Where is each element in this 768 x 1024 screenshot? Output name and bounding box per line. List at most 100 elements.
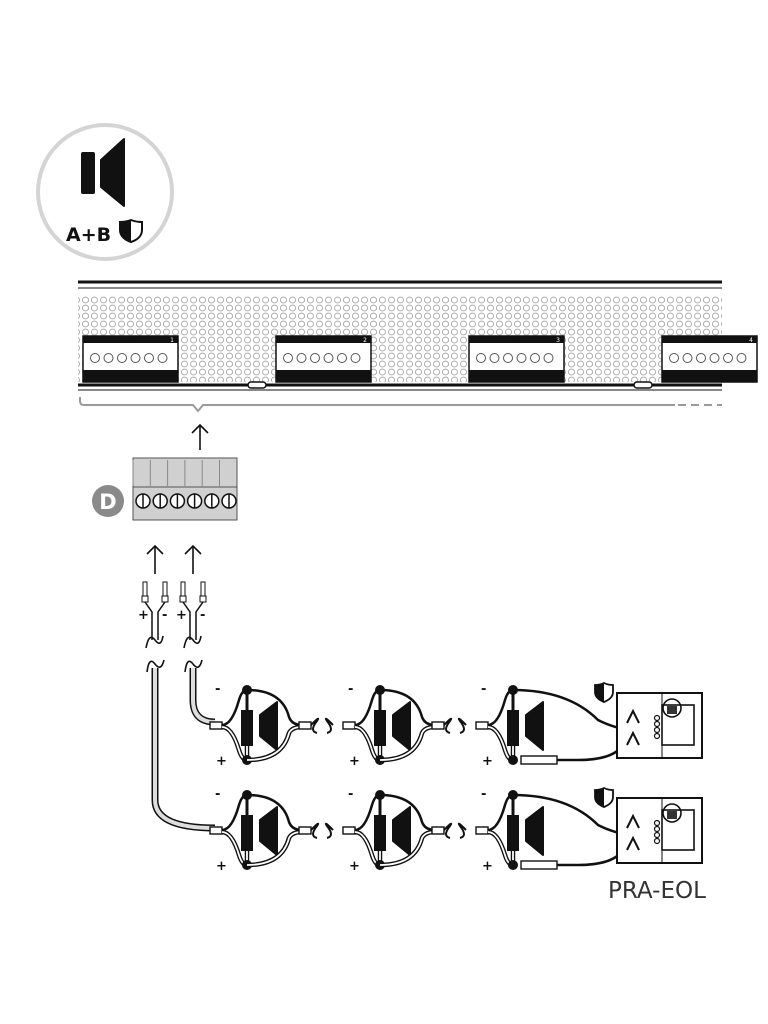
speaker-unit: -+	[475, 681, 703, 769]
plus-sign: +	[216, 859, 227, 874]
amplifier-rack: 1 2 3 4	[78, 280, 758, 391]
speaker-ab-badge: A+B	[36, 123, 174, 261]
warning-icon	[704, 336, 714, 343]
wire-sleeve	[342, 826, 356, 835]
ferrule-collar	[199, 595, 207, 603]
speaker-transformer	[507, 710, 519, 746]
speaker-transformer	[374, 710, 386, 746]
eol-pad	[653, 825, 661, 833]
connector-terminal	[709, 353, 720, 363]
minus-wire	[379, 793, 436, 832]
wire-sleeve	[209, 721, 223, 730]
plus-sign: +	[349, 859, 360, 874]
plus-sign: +	[482, 859, 493, 874]
wire-sleeve	[298, 721, 312, 730]
junction-dot	[508, 860, 518, 870]
ferrule-collar	[141, 595, 149, 603]
connector-terminal	[736, 353, 747, 363]
rack-output-connector[interactable]: 2	[275, 335, 372, 383]
minus-sign: -	[348, 682, 353, 697]
wire-break-symbol	[184, 659, 203, 673]
connector-terminal	[476, 353, 486, 363]
plus-sign: +	[138, 608, 149, 623]
wire-break-symbol	[457, 822, 467, 839]
connector-terminal	[516, 353, 527, 363]
wire-pair-ferrules: +-	[176, 581, 207, 673]
eol-pad	[653, 732, 661, 740]
wire-sleeve	[342, 721, 356, 730]
speaker-icon	[81, 138, 125, 207]
connector-legend-strip	[276, 370, 371, 382]
plus-wire-core	[246, 831, 303, 866]
connector-number: 3	[556, 337, 560, 344]
wire-break-symbol	[443, 717, 453, 734]
speaker-line: -+-+-+	[209, 786, 703, 874]
wire-break-symbol	[146, 659, 165, 673]
minus-sign: -	[215, 787, 220, 802]
eol-pad	[653, 837, 661, 845]
connector-terminal	[682, 353, 693, 363]
wire-sleeve	[298, 826, 312, 835]
rack-output-connector[interactable]: 1	[82, 335, 179, 383]
connector-terminal	[489, 353, 500, 363]
ferrule	[180, 581, 186, 597]
plus-wire-core	[246, 726, 303, 761]
minus-wire	[379, 688, 436, 727]
speaker-icon	[392, 806, 411, 856]
terminal-block-connector[interactable]	[132, 457, 238, 521]
speaker-icon	[392, 701, 411, 751]
ferrule	[162, 581, 168, 597]
wire-sleeve	[431, 721, 445, 730]
rack-output-connector[interactable]: 3	[468, 335, 565, 383]
minus-sign: -	[200, 608, 205, 623]
connector-terminal	[130, 353, 141, 363]
eol-pad	[653, 720, 661, 728]
badge-label: A+B	[66, 224, 111, 246]
selection-bracket	[79, 397, 722, 413]
eol-coil	[662, 698, 682, 718]
wire-break-symbol	[183, 635, 202, 649]
eol-lead-sleeve	[520, 755, 558, 765]
minus-sign: -	[348, 787, 353, 802]
connector-terminal	[283, 353, 293, 363]
ferrule-collar	[161, 595, 169, 603]
connector-terminal	[310, 353, 320, 363]
rack-perforation	[78, 296, 722, 382]
wire-break-symbol	[443, 822, 453, 839]
eol-module	[616, 692, 703, 759]
plus-sign: +	[349, 754, 360, 769]
eol-chip	[667, 706, 677, 714]
eol-label: PRA-EOL	[608, 878, 706, 904]
plus-sign: +	[176, 608, 187, 623]
minus-sign: -	[481, 682, 486, 697]
connector-legend-strip	[83, 370, 178, 382]
speaker-icon	[259, 806, 278, 856]
wire-break-symbol	[324, 717, 334, 734]
eol-spring-clip	[626, 708, 640, 746]
eol-spring-clip	[626, 813, 640, 851]
connector-number: 2	[363, 337, 367, 344]
junction-dot	[508, 755, 518, 765]
eol-pad	[653, 726, 661, 734]
minus-sign: -	[215, 682, 220, 697]
connector-legend-strip	[662, 370, 757, 382]
speaker-icon	[525, 806, 544, 856]
wire-lead	[182, 601, 204, 640]
minus-wire	[246, 793, 303, 832]
rack-output-connector[interactable]: 4	[661, 335, 758, 383]
wire-break-symbol	[145, 635, 164, 649]
eol-pad	[653, 831, 661, 839]
warning-icon	[318, 336, 328, 343]
connector-terminal	[669, 353, 679, 363]
connector-terminal	[723, 353, 733, 363]
ferrule	[200, 581, 206, 597]
speaker-icon	[525, 701, 544, 751]
wire-break-symbol	[457, 717, 467, 734]
ferrule-collar	[179, 595, 187, 603]
minus-wire	[246, 688, 303, 727]
wire-break-symbol	[310, 717, 320, 734]
connector-badge-letter: D	[99, 490, 116, 514]
speaker-unit: -+	[209, 682, 334, 769]
shield-fill	[595, 683, 604, 702]
